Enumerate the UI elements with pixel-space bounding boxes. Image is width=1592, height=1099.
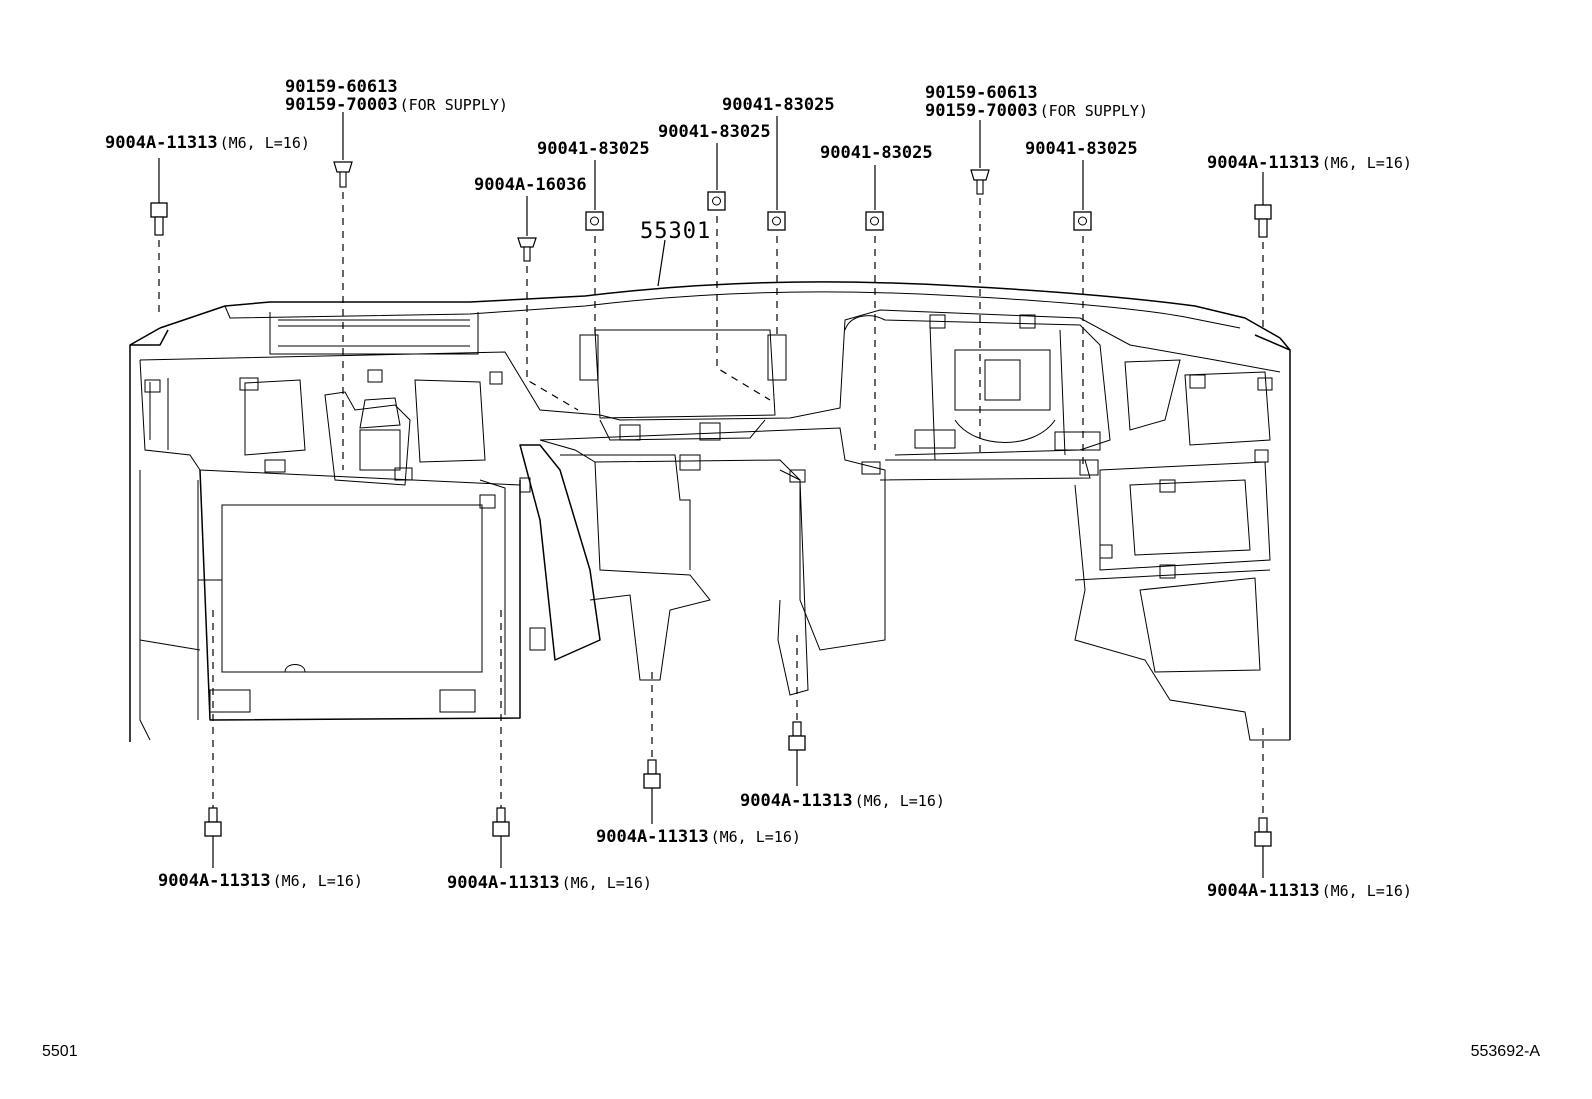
nut-4-icon — [865, 165, 884, 450]
label-bolt-bottom-4: 9004A-11313(M6, L=16) — [740, 791, 945, 811]
label-clip: 9004A-16036 — [474, 175, 587, 195]
nut-1-icon — [585, 160, 604, 340]
label-bolt-bottom-3: 9004A-11313(M6, L=16) — [596, 827, 801, 847]
screw-top-left-icon — [333, 112, 353, 470]
bolt-bottom-5-icon — [1254, 728, 1272, 878]
nut-3-icon — [767, 116, 786, 340]
bolt-bottom-2-icon — [492, 610, 510, 868]
label-bolt-top-left: 9004A-11313(M6, L=16) — [105, 133, 310, 153]
label-bolt-bottom-1: 9004A-11313(M6, L=16) — [158, 871, 363, 891]
label-screw-top-right-a: 90159-60613 — [925, 83, 1038, 103]
main-part-number: 55301 — [640, 219, 711, 244]
footer-right-code: 553692-A — [1471, 1043, 1541, 1060]
nut-5-icon — [1073, 160, 1092, 465]
label-screw-top-left-b: 90159-70003(FOR SUPPLY) — [285, 95, 508, 115]
instrument-panel-drawing — [129, 281, 1291, 742]
callout-labels: 55301 9004A-11313(M6, L=16) 90159-60613 … — [105, 77, 1412, 901]
screw-top-right-icon — [970, 120, 990, 452]
label-bolt-bottom-2: 9004A-11313(M6, L=16) — [447, 873, 652, 893]
label-nut-3: 90041-83025 — [722, 95, 835, 115]
label-nut-2: 90041-83025 — [658, 122, 771, 142]
label-screw-top-left-a: 90159-60613 — [285, 77, 398, 97]
bolt-top-left-icon — [150, 158, 168, 318]
label-screw-top-right-b: 90159-70003(FOR SUPPLY) — [925, 101, 1148, 121]
label-nut-4: 90041-83025 — [820, 143, 933, 163]
bolt-bottom-3-icon — [643, 672, 661, 824]
label-nut-1: 90041-83025 — [537, 139, 650, 159]
label-nut-5: 90041-83025 — [1025, 139, 1138, 159]
fasteners-bottom — [204, 610, 1272, 878]
main-part-leader — [657, 239, 666, 287]
bolt-top-right-icon — [1254, 172, 1272, 330]
nut-2-icon — [707, 143, 771, 401]
label-bolt-top-right: 9004A-11313(M6, L=16) — [1207, 153, 1412, 173]
fasteners-top — [150, 112, 1272, 470]
bolt-bottom-1-icon — [204, 610, 222, 868]
bolt-bottom-4-icon — [788, 635, 806, 786]
footer-left-code: 5501 — [42, 1043, 78, 1060]
clip-icon — [517, 196, 579, 411]
label-bolt-bottom-5: 9004A-11313(M6, L=16) — [1207, 881, 1412, 901]
